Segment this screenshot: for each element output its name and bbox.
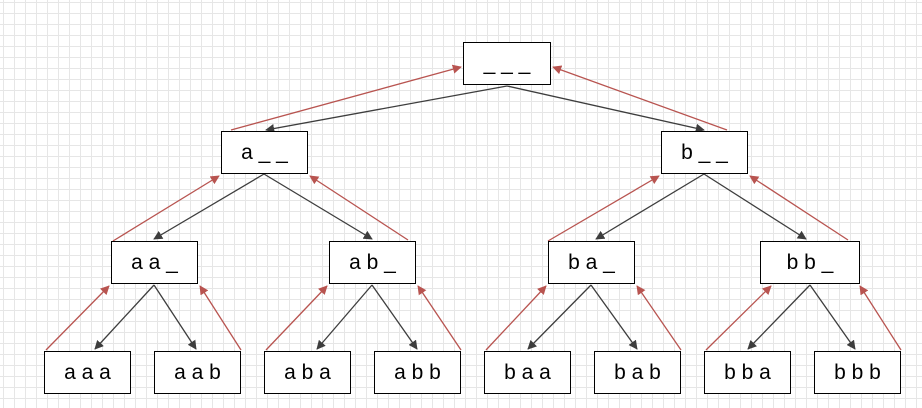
backtrack-edge-arrow xyxy=(45,285,110,351)
forward-edge-arrow xyxy=(265,85,508,134)
forward-edge-arrow xyxy=(153,284,197,350)
tree-leaf-aba: a b a xyxy=(264,351,351,394)
forward-edge-arrow xyxy=(153,173,265,240)
forward-edge-arrow xyxy=(595,173,705,240)
backtrack-edge-arrow xyxy=(749,175,849,241)
forward-edge-arrow xyxy=(316,284,373,350)
forward-edge-arrow xyxy=(809,284,856,350)
forward-edge-arrow xyxy=(703,173,807,240)
tree-node-aa: a a _ xyxy=(111,241,198,284)
backtrack-edge-arrow xyxy=(112,175,220,242)
tree-leaf-baa: b a a xyxy=(484,351,571,394)
tree-leaf-aaa: a a a xyxy=(44,351,131,394)
forward-edge-arrow xyxy=(263,173,373,240)
tree-node-a: a _ _ xyxy=(221,131,308,174)
forward-edge-arrow xyxy=(527,284,592,350)
forward-edge-arrow xyxy=(747,284,811,350)
backtrack-edge-arrow xyxy=(552,65,728,131)
tree-leaf-aab: a a b xyxy=(154,351,241,394)
backtrack-edge-arrow xyxy=(485,285,547,351)
tree-node-ba: b a _ xyxy=(548,241,635,284)
forward-edge-arrow xyxy=(506,85,705,133)
forward-edge-arrow xyxy=(590,284,638,350)
backtrack-edge-arrow xyxy=(199,285,242,351)
tree-node-ab: a b _ xyxy=(329,241,416,284)
tree-leaf-abb: a b b xyxy=(374,351,461,394)
tree-node-root: _ _ _ xyxy=(463,42,551,85)
backtrack-edge-arrow xyxy=(309,175,409,241)
backtrack-edge-arrow xyxy=(705,285,772,351)
tree-node-b: b _ _ xyxy=(661,131,748,174)
tree-node-bb: b b _ xyxy=(760,241,860,284)
tree-leaf-bbb: b b b xyxy=(814,351,901,394)
forward-edge-arrow xyxy=(94,284,155,350)
forward-edge-arrow xyxy=(371,284,418,350)
backtrack-edge-arrow xyxy=(417,285,462,351)
backtrack-edge-arrow xyxy=(230,64,462,131)
tree-leaf-bab: b a b xyxy=(594,351,681,394)
backtrack-edge-arrow xyxy=(547,175,660,242)
tree-leaf-bba: b b a xyxy=(704,351,791,394)
backtrack-edge-arrow xyxy=(265,285,328,351)
backtrack-edge-arrow xyxy=(636,285,682,351)
backtrack-edge-arrow xyxy=(859,285,902,351)
